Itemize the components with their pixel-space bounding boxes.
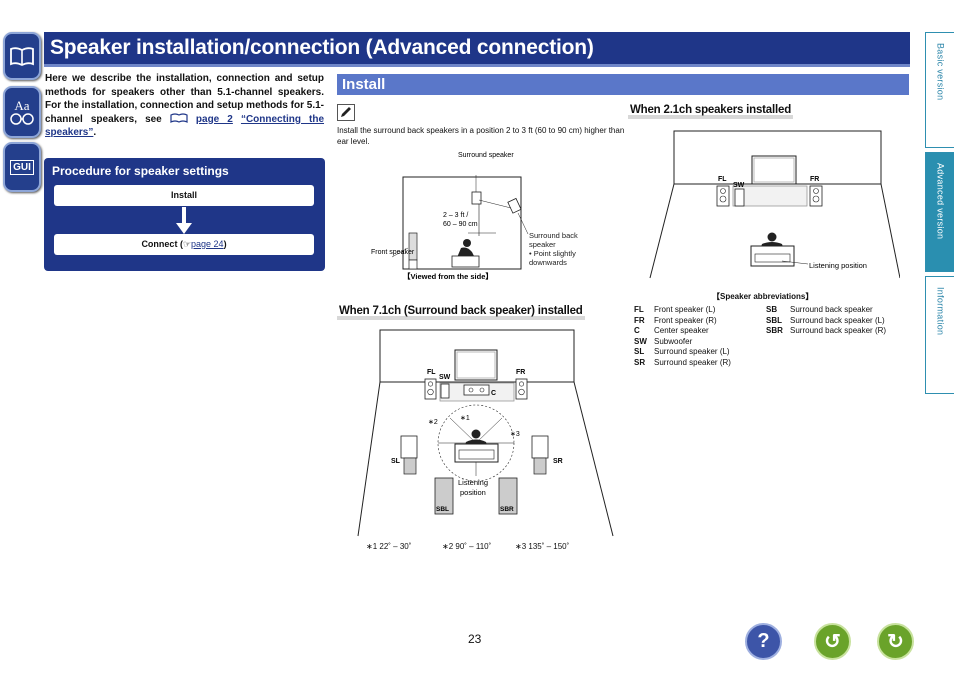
c-label: C: [491, 390, 496, 397]
sl-label: SL: [391, 458, 401, 465]
listening-position-label: Listening position: [809, 261, 867, 270]
procedure-box: Procedure for speaker settings Install C…: [44, 158, 325, 271]
tab-advanced-version[interactable]: Advanced version: [925, 152, 954, 272]
angle-footnote-3: ∗3 135˚ – 150˚: [515, 542, 570, 551]
back-arrow-icon: ↺: [824, 631, 841, 653]
intro-paragraph: Here we describe the installation, conne…: [45, 73, 325, 139]
height-label: 2 – 3 ft /: [443, 212, 468, 219]
help-icon: ?: [757, 630, 770, 652]
angle-footnote-2: ∗2 90˚ – 110˚: [442, 542, 492, 551]
side-view-caption: 【Viewed from the side】: [403, 271, 493, 281]
install-heading: Install: [342, 76, 386, 93]
listening-label: Listening: [458, 478, 488, 487]
book-icon[interactable]: [3, 32, 41, 80]
connect-step-button[interactable]: Connect (☞page 24): [54, 234, 314, 255]
connect-page-link[interactable]: page 24: [191, 239, 224, 249]
fr-label: FR: [516, 369, 525, 376]
title-bar: Speaker installation/connection (Advance…: [44, 32, 910, 67]
fl-label: FL: [718, 176, 727, 183]
abbreviations-title: 【Speaker abbreviations】: [712, 292, 814, 301]
book-icon: [170, 112, 188, 123]
install-note: Install the surround back speakers in a …: [337, 126, 625, 146]
fl-label: FL: [427, 369, 436, 376]
connecting-speakers-link[interactable]: “Connecting the speakers”: [45, 113, 325, 139]
sbr-label: SBR: [500, 506, 514, 513]
page-title: Speaker installation/connection (Advance…: [50, 36, 594, 59]
forward-button[interactable]: ↻: [877, 623, 914, 660]
down-arrow-icon: [176, 207, 192, 234]
height-cm-label: 60 – 90 cm: [443, 221, 478, 228]
tab-information[interactable]: Information: [925, 276, 954, 394]
section-2-1ch-heading: When 2.1ch speakers installed: [627, 104, 794, 119]
page-number: 23: [468, 632, 482, 646]
install-step-button[interactable]: Install: [54, 185, 314, 206]
position-label: position: [460, 488, 486, 497]
procedure-title: Procedure for speaker settings: [52, 164, 229, 178]
diagram-7-1ch: FL SW FR C ∗1 ∗2 ∗3 SL SR Listening posi…: [357, 329, 614, 537]
sw-label: SW: [733, 182, 745, 189]
section-7-1ch-heading: When 7.1ch (Surround back speaker) insta…: [337, 305, 585, 320]
side-view-diagram: Surround speaker 2 – 3 ft / 60 – 90 cm F…: [371, 152, 529, 281]
font-size-icon[interactable]: Aa: [3, 86, 41, 138]
back-button[interactable]: ↺: [814, 623, 851, 660]
surround-speaker-label: Surround speaker: [458, 152, 514, 159]
angle-footnote-1: ∗1 22˚ – 30˚: [366, 542, 412, 551]
angle-3-label: ∗3: [510, 431, 520, 438]
gui-icon[interactable]: GUI: [3, 142, 41, 192]
angle-1-label: ∗1: [460, 415, 470, 422]
forward-arrow-icon: ↻: [887, 631, 904, 653]
hand-pointer-icon: ☞: [182, 239, 192, 249]
front-speaker-label: Front speaker: [371, 249, 415, 256]
pencil-icon: [337, 104, 355, 121]
angle-2-label: ∗2: [428, 419, 438, 426]
diagram-2-1ch: FL SW FR Listening position: [649, 130, 900, 279]
page-link[interactable]: page 2: [195, 113, 233, 125]
tab-basic-version[interactable]: Basic version: [925, 32, 954, 148]
install-heading-bar: Install: [337, 74, 909, 95]
fr-label: FR: [810, 176, 819, 183]
sr-label: SR: [553, 458, 563, 465]
help-button[interactable]: ?: [745, 623, 782, 660]
sw-label: SW: [439, 374, 451, 381]
sbl-label: SBL: [436, 506, 449, 513]
surround-back-label: Surround back speaker • Point slightly d…: [529, 231, 578, 267]
